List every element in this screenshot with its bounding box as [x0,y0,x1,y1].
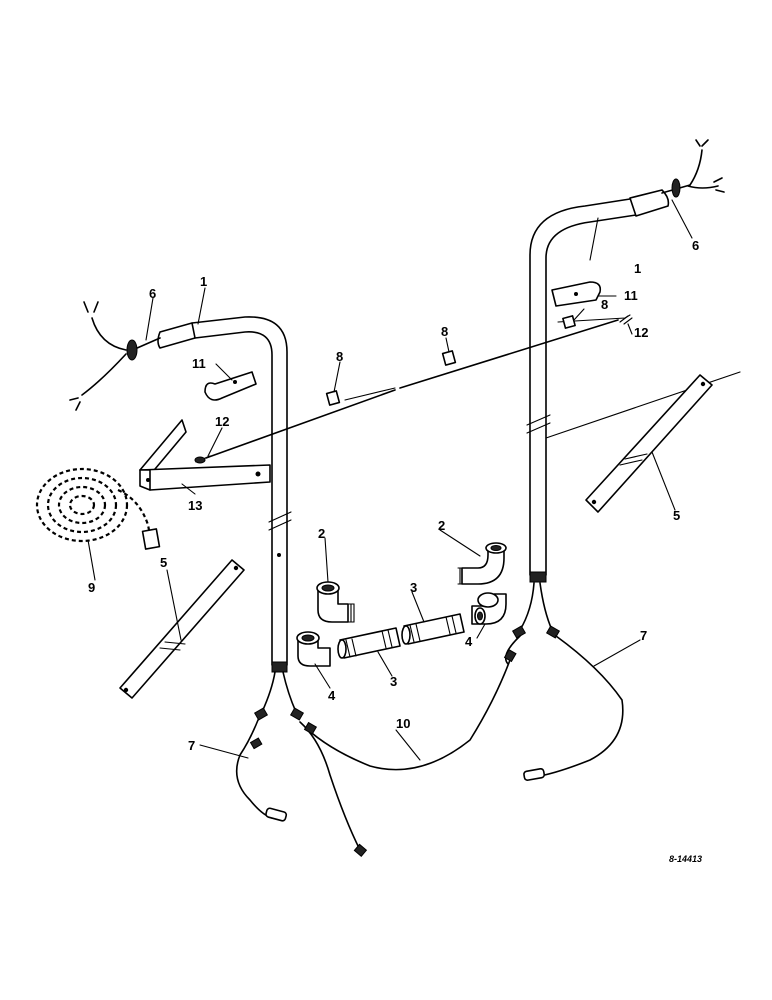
nipple-left [337,627,401,659]
callout-clip-left: 8 [336,349,343,364]
callout-spring-left: 12 [215,414,229,429]
rod-center [205,314,633,459]
line-right [545,371,741,439]
drawing-number: 8-14413 [669,854,702,864]
wire-right [661,139,725,198]
callout-wire-right: 6 [692,238,699,253]
elbow-right [457,542,507,585]
callout-elbow-right: 2 [438,518,445,533]
callout-tube-left: 1 [200,274,207,289]
harness-left [235,671,368,857]
clip-left [325,390,341,406]
callout-elbow-left: 2 [318,526,325,541]
callout-bracket-left: 5 [160,555,167,570]
callout-coil: 9 [88,580,95,595]
wire-left [69,301,161,411]
tube-left [157,316,292,673]
coil [35,467,161,550]
harness-right [504,582,624,781]
cable-center [303,648,517,771]
callout-support: 13 [188,498,202,513]
nipple-center [401,613,465,645]
clamp-left [204,371,257,401]
callout-clamp-left: 11 [192,356,206,371]
callout-cable-center: 10 [396,716,410,731]
bracket-left [119,559,245,699]
support-bracket [139,419,271,491]
clamp-right [551,281,602,307]
callout-nipple-left: 3 [390,674,397,689]
bracket-right [585,374,713,513]
elbow-left [316,581,355,623]
elbow-lower-left [296,631,331,667]
leader-lines [87,199,693,761]
callout-spring-right: 12 [634,325,648,340]
tube-right [526,189,670,583]
callout-harness-right: 7 [640,628,647,643]
callout-bracket-right: 5 [673,508,680,523]
clip-center [441,350,457,366]
spring-left [194,455,211,464]
callout-nipple-center: 3 [410,580,417,595]
callout-tube-right: 1 [634,261,641,276]
callout-harness-left: 7 [188,738,195,753]
elbow-lower-right [471,592,507,625]
callout-wire-left: 6 [149,286,156,301]
callout-clip-center: 8 [441,324,448,339]
callout-clamp-right: 11 [624,288,638,303]
clip-right [562,315,576,329]
callout-clip-right: 8 [601,297,608,312]
callout-elbow-lower-left: 4 [328,688,336,703]
callout-elbow-lower-right: 4 [465,634,473,649]
